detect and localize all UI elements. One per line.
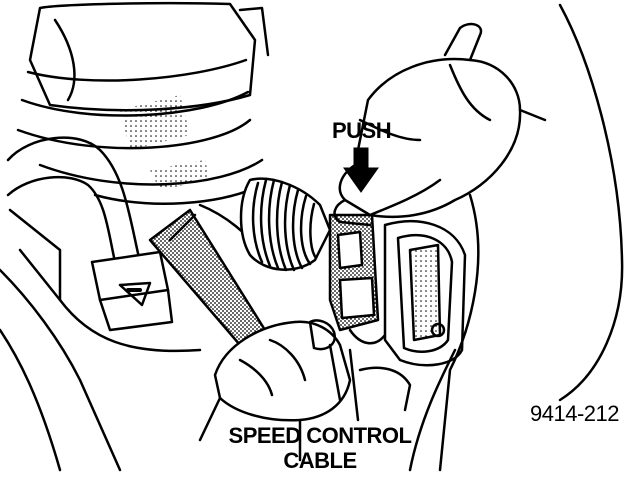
- figure-number: 9414-212: [530, 401, 619, 426]
- coolant-hose: [6, 136, 174, 332]
- speed-control-cable-label-line2: CABLE: [283, 448, 357, 473]
- throttle-bellows: [239, 177, 332, 272]
- push-arrow: [343, 147, 379, 193]
- engine-outline-right: [408, 3, 624, 472]
- speed-control-cable-label: SPEED CONTROL CABLE: [228, 423, 412, 473]
- throttle-bracket: [328, 213, 467, 367]
- upper-hand: [333, 22, 547, 227]
- engine-body-panel: [0, 203, 267, 472]
- push-label: PUSH: [332, 118, 392, 143]
- lower-hand: [198, 319, 412, 462]
- air-duct-housing: [16, 1, 270, 205]
- speed-control-cable-label-line1: SPEED CONTROL: [228, 423, 412, 448]
